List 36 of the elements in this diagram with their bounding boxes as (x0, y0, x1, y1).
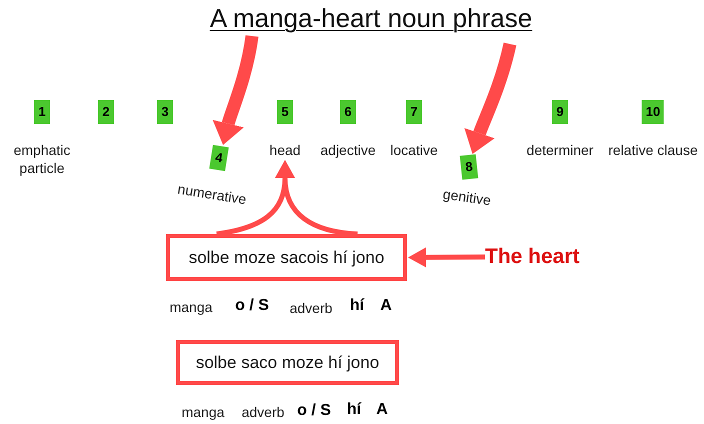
gloss-label: adverb (242, 403, 284, 421)
slot-label: head (269, 141, 301, 159)
gloss-label: adverb (290, 299, 332, 317)
gloss-label: manga (170, 298, 212, 316)
gloss-label: hí (346, 401, 362, 419)
number-badge: 9 (552, 100, 568, 124)
gloss-label: A (376, 401, 388, 419)
slot-label: adjective (320, 141, 376, 159)
big-curved-arrow (212, 35, 258, 145)
curved-arrow (275, 160, 358, 236)
number-badge: 7 (406, 100, 422, 124)
gloss-label: hí (350, 297, 364, 315)
number-badge: 10 (642, 100, 664, 124)
big-curved-arrow (464, 42, 516, 154)
slot-label: locative (390, 141, 438, 159)
slot-label: determiner (526, 141, 594, 159)
number-badge: 3 (157, 100, 173, 124)
gloss-label: A (380, 297, 392, 315)
number-badge: 4 (209, 144, 229, 172)
phrase-box: solbe moze sacois hí jono (166, 234, 407, 281)
gloss-label: o / S (235, 297, 269, 315)
slot-label: emphatic particle (12, 141, 72, 177)
number-badge: 8 (460, 154, 478, 180)
slot-label: numerative (176, 180, 248, 208)
number-badge: 5 (277, 100, 293, 124)
slot-label: genitive (442, 184, 492, 210)
number-badge: 2 (98, 100, 114, 124)
arrow (408, 247, 486, 268)
diagram-title: A manga-heart noun phrase (210, 2, 532, 34)
phrase-box: solbe saco moze hí jono (176, 340, 399, 385)
gloss-label: o / S (297, 402, 331, 420)
callout-label: The heart (485, 244, 580, 270)
slot-label: relative clause (608, 141, 698, 159)
gloss-label: manga (182, 403, 224, 421)
number-badge: 1 (34, 100, 50, 124)
number-badge: 6 (340, 100, 356, 124)
